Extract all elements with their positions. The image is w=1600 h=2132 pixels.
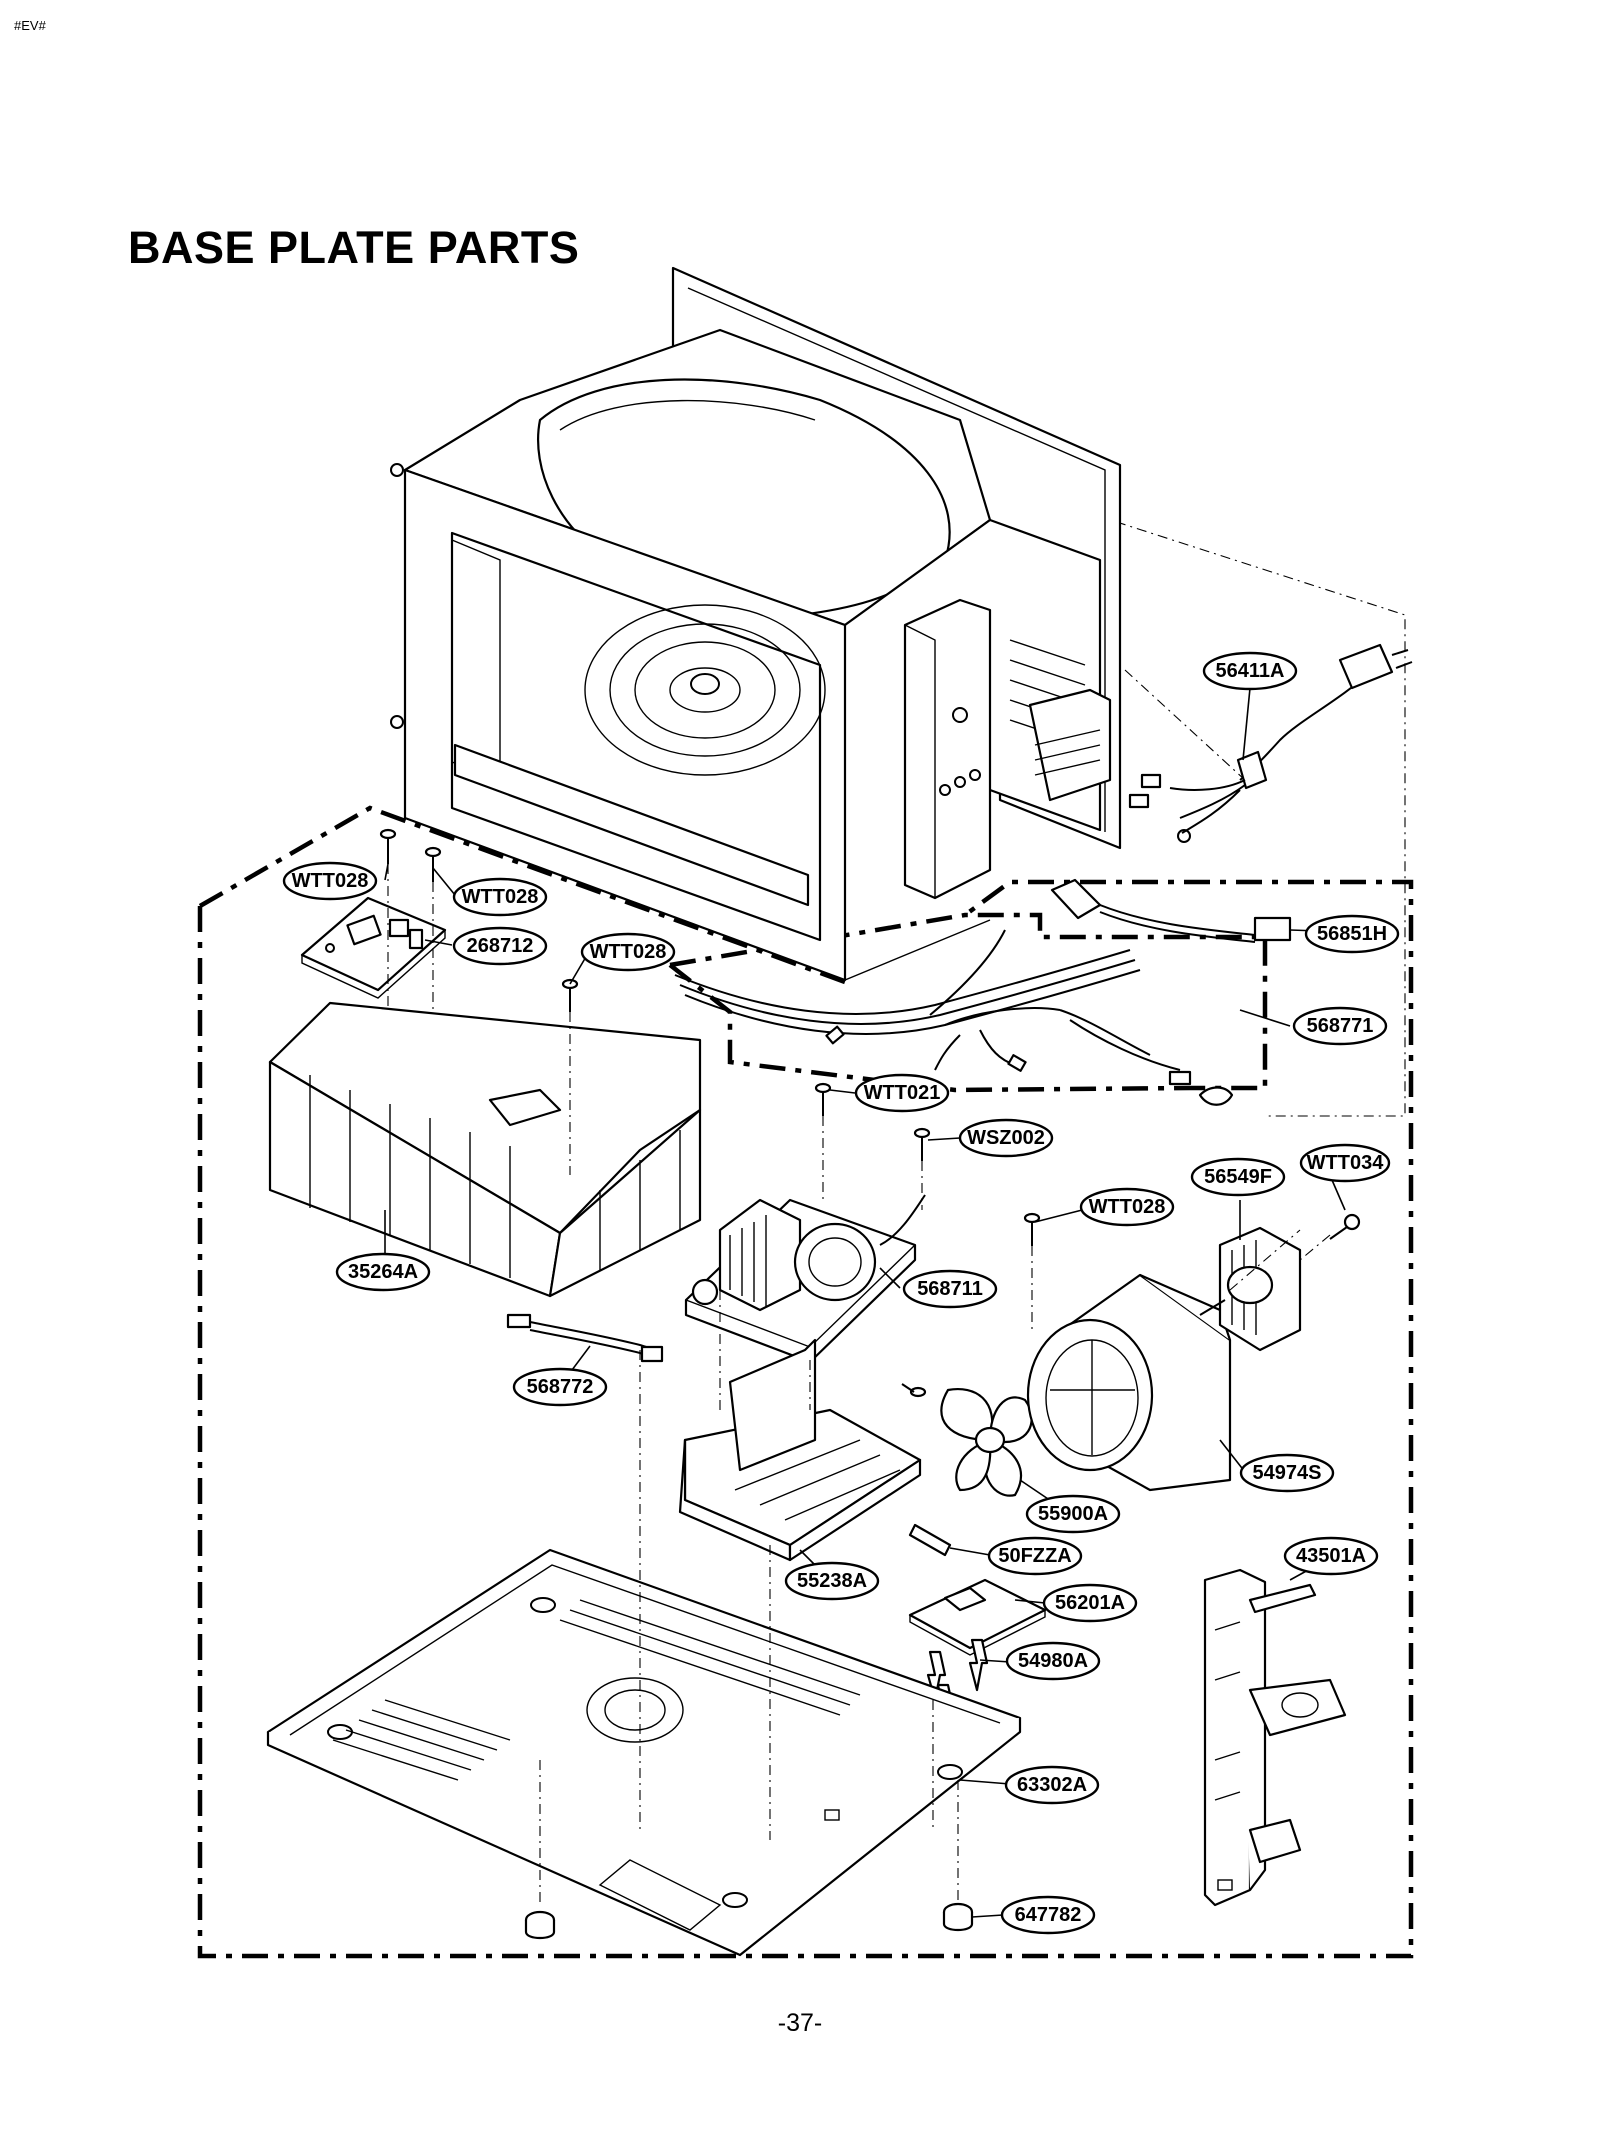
svg-text:WTT034: WTT034 <box>1307 1152 1385 1174</box>
part-label-35264A: 35264A <box>335 1252 431 1292</box>
door-latch-board <box>1203 1568 1347 1907</box>
inverter-bracket <box>678 1338 922 1562</box>
part-label-WTT028: WTT028 <box>580 932 676 972</box>
svg-text:WTT028: WTT028 <box>1089 1196 1166 1218</box>
svg-text:568711: 568711 <box>917 1278 983 1300</box>
part-label-568771: 568771 <box>1292 1006 1388 1046</box>
ghost-line <box>1094 514 1406 1117</box>
fan-duct <box>1026 1273 1232 1492</box>
short-harness <box>506 1313 664 1363</box>
svg-text:56411A: 56411A <box>1216 660 1285 682</box>
svg-text:WTT021: WTT021 <box>864 1082 941 1104</box>
svg-text:55238A: 55238A <box>797 1570 867 1592</box>
part-label-56201A: 56201A <box>1042 1583 1138 1623</box>
part-label-55238A: 55238A <box>784 1561 880 1601</box>
svg-text:647782: 647782 <box>1015 1904 1082 1926</box>
part-label-56549F: 56549F <box>1190 1157 1286 1197</box>
part-label-568772: 568772 <box>512 1367 608 1407</box>
screws <box>379 828 1361 1398</box>
svg-text:54980A: 54980A <box>1018 1650 1088 1672</box>
part-label-568711: 568711 <box>902 1269 998 1309</box>
part-label-55900A: 55900A <box>1025 1494 1121 1534</box>
document-code: #EV# <box>14 18 46 33</box>
svg-text:55900A: 55900A <box>1038 1503 1108 1525</box>
svg-text:568771: 568771 <box>1307 1015 1374 1037</box>
svg-text:568772: 568772 <box>527 1376 594 1398</box>
wire-harness <box>674 878 1292 1106</box>
part-label-WTT028: WTT028 <box>452 877 548 917</box>
svg-text:WTT028: WTT028 <box>462 886 539 908</box>
inverter-board <box>684 1194 926 1364</box>
svg-text:268712: 268712 <box>467 935 534 957</box>
svg-text:WSZ002: WSZ002 <box>967 1127 1045 1149</box>
rubber-feet <box>524 1902 974 1940</box>
insulation-barrier <box>268 1001 702 1298</box>
base-plate <box>266 1548 1022 1957</box>
part-label-268712: 268712 <box>452 926 548 966</box>
part-label-WTT021: WTT021 <box>854 1073 950 1113</box>
svg-text:54974S: 54974S <box>1253 1462 1322 1484</box>
harness-group-boundary <box>668 912 1268 1093</box>
part-label-WTT034: WTT034 <box>1299 1143 1391 1183</box>
svg-text:WTT028: WTT028 <box>590 941 667 963</box>
page-title: BASE PLATE PARTS <box>128 222 580 273</box>
motor-shaft-coupler <box>908 1523 952 1557</box>
svg-text:63302A: 63302A <box>1017 1774 1087 1796</box>
part-label-WTT028: WTT028 <box>1079 1187 1175 1227</box>
oven-cavity-chassis <box>390 266 1122 982</box>
part-label-50FZZA: 50FZZA <box>987 1536 1083 1576</box>
part-label-54980A: 54980A <box>1005 1641 1101 1681</box>
fan-blade <box>940 1388 1033 1497</box>
svg-text:56201A: 56201A <box>1055 1592 1125 1614</box>
fan-motor <box>1199 1226 1302 1352</box>
svg-text:43501A: 43501A <box>1296 1545 1366 1567</box>
power-cord <box>1128 643 1413 843</box>
part-label-WSZ002: WSZ002 <box>958 1118 1054 1158</box>
assembly-boundary-frame <box>197 879 1414 1959</box>
svg-text:WTT028: WTT028 <box>292 870 369 892</box>
sensor-board <box>908 1578 1047 1656</box>
alignment-lines <box>387 864 1331 1905</box>
part-label-647782: 647782 <box>1000 1895 1096 1935</box>
page-number: -37- <box>777 2009 823 2037</box>
part-label-43501A: 43501A <box>1283 1536 1379 1576</box>
svg-text:56549F: 56549F <box>1204 1166 1272 1188</box>
svg-text:50FZZA: 50FZZA <box>998 1545 1071 1567</box>
ghost-line <box>1124 669 1246 781</box>
part-label-54974S: 54974S <box>1239 1453 1335 1493</box>
svg-text:56851H: 56851H <box>1317 923 1387 945</box>
part-label-56411A: 56411A <box>1202 651 1298 691</box>
part-label-WTT028: WTT028 <box>282 861 378 901</box>
part-label-56851H: 56851H <box>1304 914 1400 954</box>
part-label-63302A: 63302A <box>1004 1765 1100 1805</box>
assembly-boundary-frame-top <box>198 805 846 985</box>
control-pcb <box>300 896 447 999</box>
svg-text:35264A: 35264A <box>348 1261 418 1283</box>
